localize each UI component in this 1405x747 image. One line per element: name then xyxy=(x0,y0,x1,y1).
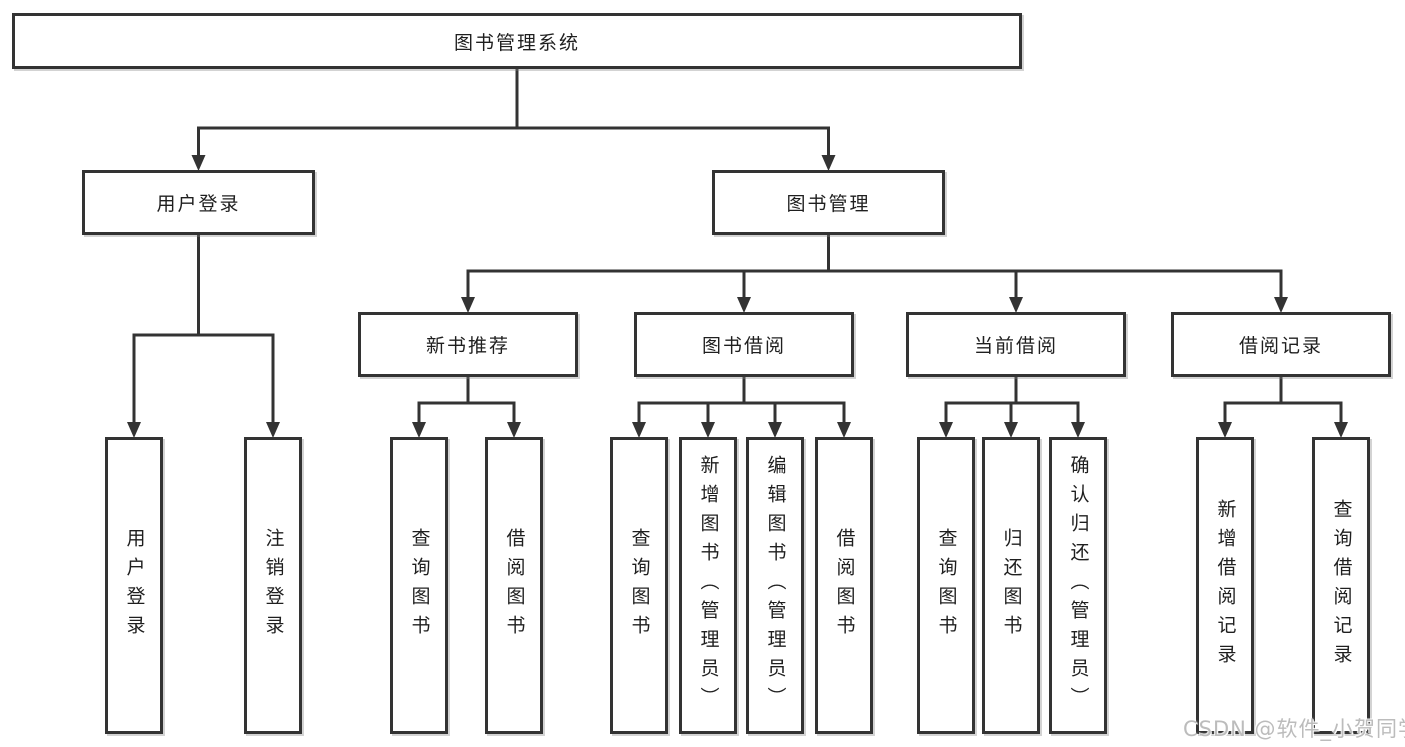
node-label: 查询借阅记录 xyxy=(1330,498,1353,673)
node-current-confirm: 确认归还（管理员） xyxy=(1049,437,1107,734)
node-label: 确认归还（管理员） xyxy=(1067,455,1090,716)
node-label: 图书借阅 xyxy=(701,335,786,357)
node-rec-query: 查询图书 xyxy=(390,437,448,734)
node-borrow-query: 查询图书 xyxy=(610,437,668,734)
node-label: 用户登录 xyxy=(156,193,241,215)
node-mgmt: 图书管理 xyxy=(712,170,945,235)
arrow-down-icon xyxy=(1004,422,1018,438)
node-label: 图书管理系统 xyxy=(453,31,580,54)
node-label: 新书推荐 xyxy=(425,335,510,357)
arrow-down-icon xyxy=(701,422,715,438)
arrow-down-icon xyxy=(412,422,426,438)
node-label: 查询图书 xyxy=(935,527,958,644)
node-label: 借阅图书 xyxy=(503,527,526,644)
node-records: 借阅记录 xyxy=(1171,312,1391,377)
node-borrow-add: 新增图书（管理员） xyxy=(679,437,737,734)
node-current-return: 归还图书 xyxy=(982,437,1040,734)
arrow-down-icon xyxy=(1071,422,1085,438)
arrow-down-icon xyxy=(939,422,953,438)
arrow-down-icon xyxy=(191,155,206,171)
node-label: 注销登录 xyxy=(262,527,285,644)
arrow-down-icon xyxy=(768,422,782,438)
node-root: 图书管理系统 xyxy=(12,13,1022,69)
arrow-down-icon xyxy=(266,422,280,438)
node-borrow: 图书借阅 xyxy=(634,312,854,377)
arrow-down-icon xyxy=(821,155,836,171)
arrow-down-icon xyxy=(737,297,751,313)
node-login: 用户登录 xyxy=(82,170,315,235)
node-current: 当前借阅 xyxy=(906,312,1126,377)
node-records-query: 查询借阅记录 xyxy=(1312,437,1370,734)
arrow-down-icon xyxy=(127,422,141,438)
arrow-down-icon xyxy=(1274,297,1288,313)
node-label: 新增图书（管理员） xyxy=(697,455,720,716)
node-label: 当前借阅 xyxy=(973,335,1058,357)
node-label: 用户登录 xyxy=(123,527,146,644)
arrow-down-icon xyxy=(507,422,521,438)
arrow-down-icon xyxy=(461,297,475,313)
node-label: 图书管理 xyxy=(786,193,871,215)
node-records-add: 新增借阅记录 xyxy=(1196,437,1254,734)
node-label: 查询图书 xyxy=(628,527,651,644)
node-label: 借阅记录 xyxy=(1238,335,1323,357)
node-rec-borrow: 借阅图书 xyxy=(485,437,543,734)
node-login-logout: 注销登录 xyxy=(244,437,302,734)
arrow-down-icon xyxy=(632,422,646,438)
node-borrow-edit: 编辑图书（管理员） xyxy=(746,437,804,734)
arrow-down-icon xyxy=(1334,422,1348,438)
arrow-down-icon xyxy=(1009,297,1023,313)
watermark: CSDN @软件_小贺同学 xyxy=(1183,717,1405,741)
node-login-user: 用户登录 xyxy=(105,437,163,734)
node-current-query: 查询图书 xyxy=(917,437,975,734)
node-label: 归还图书 xyxy=(1000,527,1023,644)
arrow-down-icon xyxy=(837,422,851,438)
node-label: 借阅图书 xyxy=(833,527,856,644)
node-label: 新增借阅记录 xyxy=(1214,498,1237,673)
node-label: 查询图书 xyxy=(408,527,431,644)
arrow-down-icon xyxy=(1218,422,1232,438)
node-borrow-borrow: 借阅图书 xyxy=(815,437,873,734)
node-rec: 新书推荐 xyxy=(358,312,578,377)
node-label: 编辑图书（管理员） xyxy=(764,455,787,716)
